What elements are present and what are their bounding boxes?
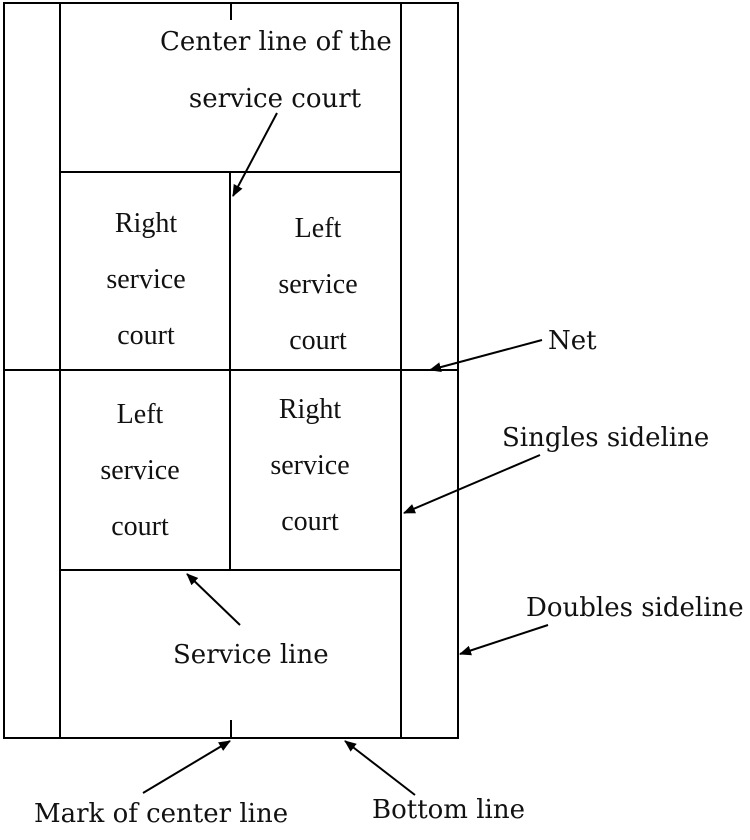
court-label-line: court: [289, 325, 347, 356]
arrow-singles-sideline: [403, 454, 541, 514]
arrow-doubles-sideline: [459, 624, 549, 656]
court-label-line: Right: [278, 394, 342, 425]
court-label-line: court: [117, 320, 175, 351]
arrow-mark-center-line: [142, 740, 231, 794]
service-court-bottom-right: Right service court: [226, 382, 394, 550]
arrow-service-line: [186, 573, 241, 626]
court-label-line: Left: [294, 213, 342, 244]
court-label-line: service: [278, 269, 358, 300]
center-line-label-line1: Center line of the: [160, 27, 392, 57]
singles-sideline-label: Singles sideline: [502, 423, 710, 453]
mark-center-line-label: Mark of center line: [34, 799, 289, 829]
service-court-bottom-left: Left service court: [56, 387, 224, 555]
net-label: Net: [548, 326, 597, 356]
arrow-net: [429, 339, 543, 372]
court-label-line: Right: [114, 208, 178, 239]
center-line-label-line2: service court: [188, 83, 362, 114]
court-label-line: service: [270, 450, 350, 481]
bottom-line-label: Bottom line: [372, 795, 525, 825]
service-line-label: Service line: [173, 640, 329, 670]
court-label-line: Left: [116, 399, 164, 430]
court-label-line: service: [106, 264, 186, 295]
center-line-label: Center line of the service court: [160, 27, 392, 114]
arrow-center-line: [232, 112, 278, 197]
service-court-top-right: Left service court: [234, 201, 402, 369]
court-label-line: court: [281, 506, 339, 537]
service-court-top-left: Right service court: [62, 196, 230, 364]
court-label-line: court: [111, 511, 169, 542]
court-label-line: service: [100, 455, 180, 486]
doubles-sideline-label: Doubles sideline: [526, 593, 744, 623]
arrow-bottom-line: [344, 740, 416, 796]
